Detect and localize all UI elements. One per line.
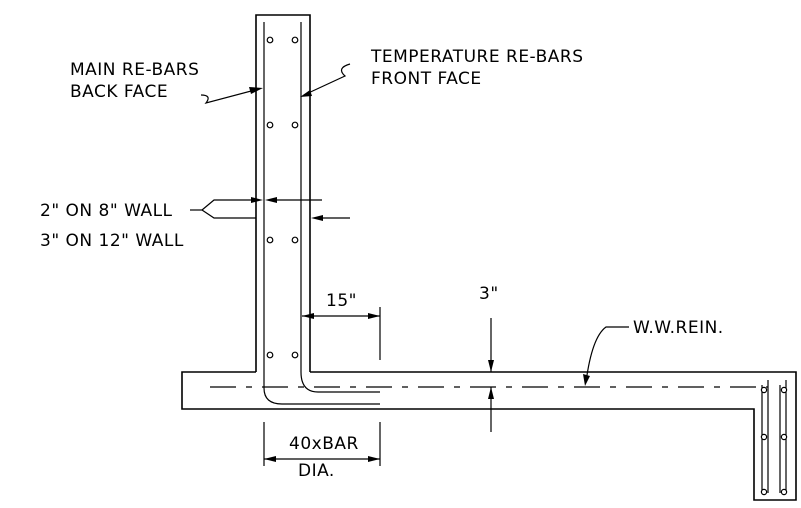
cover-label-line2: 3" ON 12" WALL	[40, 231, 184, 251]
arrowhead	[311, 215, 323, 221]
arrowhead	[302, 313, 314, 319]
arrowhead	[488, 387, 494, 399]
rebar-leaders	[200, 63, 351, 105]
rebar-dot	[291, 236, 299, 244]
lap-dimension	[302, 307, 381, 360]
rebar-dot	[266, 121, 274, 129]
rebar-dot	[266, 351, 274, 359]
rebar-dot	[291, 36, 299, 44]
lap-dim-label: 15"	[326, 291, 357, 311]
rebar-dot	[266, 36, 274, 44]
temp-rebars-label-line1: TEMPERATURE RE-BARS	[370, 47, 583, 67]
rebar-dot	[780, 488, 788, 496]
ww-rein-leader	[585, 326, 629, 383]
rebar-dot	[266, 236, 274, 244]
arrowhead	[583, 374, 590, 386]
rebar-dot	[780, 433, 788, 441]
arrowhead	[251, 197, 263, 203]
rebar-dot	[760, 386, 768, 394]
arrowhead	[368, 313, 380, 319]
slab-dimension	[488, 318, 494, 432]
cover-leader-bracket	[201, 209, 256, 219]
main-rebars-label-line1: MAIN RE-BARS	[70, 60, 199, 80]
cover-label-line1: 2" ON 8" WALL	[40, 201, 173, 221]
slab	[181, 371, 797, 501]
ww-leader	[583, 326, 629, 386]
front-bar-hook	[300, 371, 380, 393]
dev-label-line1: 40xBAR	[289, 434, 359, 454]
arrowhead	[300, 90, 312, 97]
slab-dim-label: 3"	[479, 284, 499, 304]
main-rebars-label-line2: BACK FACE	[70, 82, 168, 102]
temp-rebars-label-line2: FRONT FACE	[371, 69, 482, 89]
rebar-dot	[291, 121, 299, 129]
rebar-dot	[760, 433, 768, 441]
wall	[255, 14, 380, 405]
rebar-dot	[780, 386, 788, 394]
wall-outline	[255, 14, 311, 372]
arrowhead	[264, 456, 276, 462]
arrowhead	[265, 197, 277, 203]
back-bar-hook	[263, 387, 380, 405]
development-dimension	[263, 422, 381, 466]
ww-rein-label: W.W.REIN.	[633, 318, 724, 338]
main-rebar-leader	[200, 89, 256, 105]
rebar-dot	[291, 351, 299, 359]
slab-outline	[181, 371, 797, 501]
rebar-dot	[760, 488, 768, 496]
cover-dimension	[190, 197, 350, 221]
temp-rebar-leader	[303, 63, 351, 96]
dev-label-line2: DIA.	[298, 461, 335, 481]
arrowhead	[368, 456, 380, 462]
arrowhead	[249, 87, 263, 94]
arrowhead	[488, 360, 494, 372]
cover-leader-bracket	[201, 199, 256, 211]
